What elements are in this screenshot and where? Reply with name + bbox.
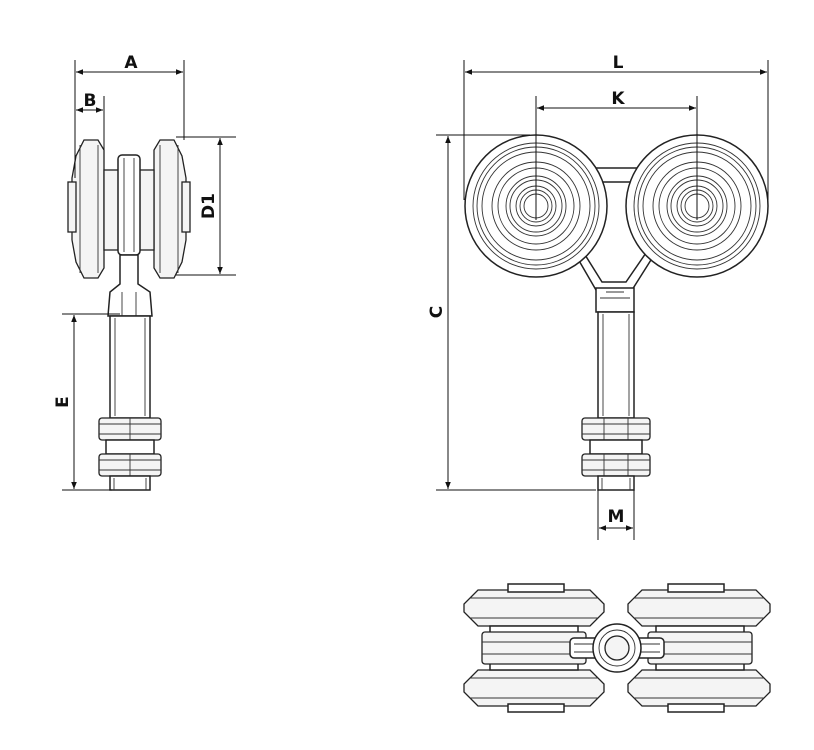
dim-c: C xyxy=(427,134,596,491)
top-bracket xyxy=(569,623,665,673)
side-stem xyxy=(109,315,151,419)
top-wheel-upper-left xyxy=(463,583,605,627)
dim-d1: D1 xyxy=(176,136,236,276)
side-left-wheel xyxy=(67,139,105,279)
side-right-wheel xyxy=(153,139,191,279)
dim-a-label: A xyxy=(124,53,138,73)
dim-l: L xyxy=(463,53,769,200)
dim-m-label: M xyxy=(608,507,625,527)
dim-b: B xyxy=(76,91,105,150)
top-wheel-lower-right xyxy=(627,669,771,713)
dim-e: E xyxy=(53,313,120,491)
dim-c-label: C xyxy=(427,306,447,318)
dim-m: M xyxy=(597,490,635,540)
dim-b-label: B xyxy=(84,91,97,111)
front-view xyxy=(464,134,769,491)
dim-k-label: K xyxy=(611,89,625,109)
dim-k: K xyxy=(535,89,698,220)
dim-e-label: E xyxy=(53,396,73,408)
top-wheel-upper-right xyxy=(627,583,771,627)
front-nut-lower xyxy=(581,453,651,477)
front-stem-head xyxy=(595,287,635,313)
top-axles xyxy=(481,625,753,671)
side-nut-upper xyxy=(98,417,162,441)
side-bracket xyxy=(107,154,153,317)
front-stem xyxy=(597,311,635,419)
front-nut-upper xyxy=(581,417,651,441)
side-view xyxy=(67,139,191,491)
side-nut-lower xyxy=(98,453,162,477)
top-wheel-lower-left xyxy=(463,669,605,713)
dim-a: A xyxy=(74,53,185,178)
dim-l-label: L xyxy=(613,53,624,73)
top-view xyxy=(463,583,771,713)
dim-d1-label: D1 xyxy=(199,193,219,219)
